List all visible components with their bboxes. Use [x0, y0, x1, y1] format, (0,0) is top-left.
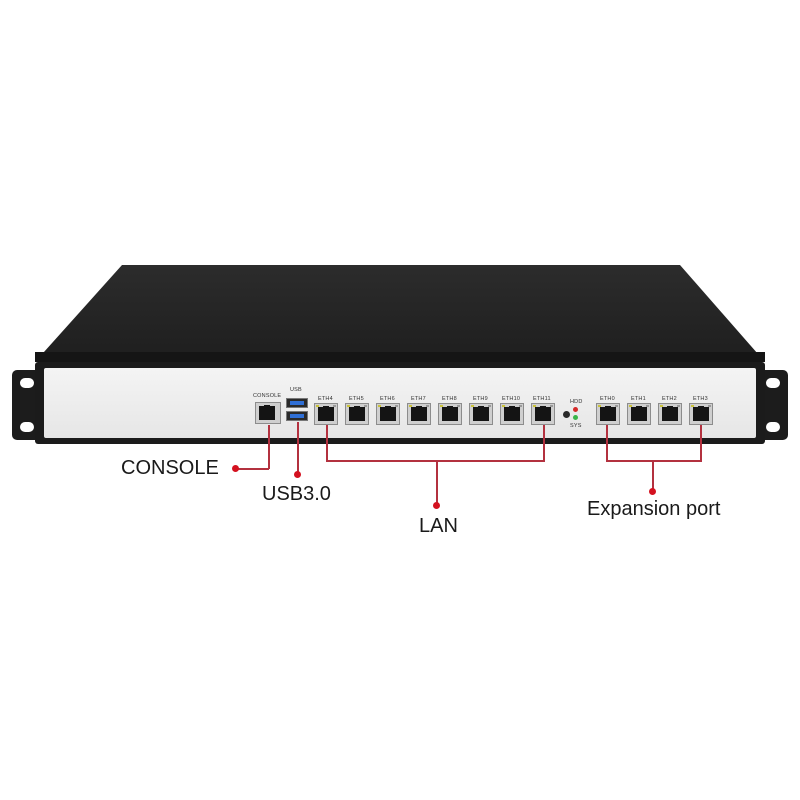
console-port[interactable]	[255, 402, 281, 424]
rj45-jack-icon	[259, 405, 275, 420]
lan-callout-dot	[433, 502, 440, 509]
lan-port-label: ETH4	[318, 396, 333, 402]
lan-port-label: ETH7	[411, 396, 426, 402]
console-callout-line	[268, 425, 270, 469]
lan-port-label: ETH10	[502, 396, 521, 402]
usb-callout-dot	[294, 471, 301, 478]
lan-port-eth4[interactable]	[314, 403, 338, 425]
usb-port-1[interactable]	[286, 398, 308, 408]
lan-callout-line	[543, 425, 545, 461]
lan-port-eth9[interactable]	[469, 403, 493, 425]
lan-callout-line	[326, 425, 328, 461]
usb-callout-label: USB3.0	[262, 483, 331, 505]
usb-port-2[interactable]	[286, 411, 308, 421]
lan-port-eth6[interactable]	[376, 403, 400, 425]
sys-led-label: SYS	[570, 423, 582, 429]
expansion-port-label: ETH3	[693, 396, 708, 402]
lan-port-label: ETH11	[533, 396, 551, 402]
expansion-port-eth0[interactable]	[596, 403, 620, 425]
lan-port-label: ETH8	[442, 396, 457, 402]
usb-icon	[290, 414, 304, 418]
expansion-callout-line	[606, 425, 608, 461]
hdd-led-icon	[573, 407, 578, 412]
console-callout-line	[236, 468, 269, 470]
expansion-port-eth1[interactable]	[627, 403, 651, 425]
lan-port-eth5[interactable]	[345, 403, 369, 425]
expansion-port-eth2[interactable]	[658, 403, 682, 425]
usb-port-label: USB	[290, 387, 302, 393]
console-port-label: CONSOLE	[253, 393, 282, 399]
sys-led-icon	[573, 415, 578, 420]
console-callout-dot	[232, 465, 239, 472]
lan-port-label: ETH5	[349, 396, 364, 402]
expansion-callout-line	[606, 460, 702, 462]
mount-hole	[766, 378, 780, 388]
expansion-callout-line	[652, 460, 654, 490]
lan-callout-line	[326, 460, 545, 462]
console-callout-label: CONSOLE	[121, 457, 219, 479]
expansion-callout-dot	[649, 488, 656, 495]
mount-hole	[20, 378, 34, 388]
expansion-callout-line	[700, 425, 702, 461]
hdd-led-label: HDD	[570, 399, 583, 405]
lan-callout-line	[436, 460, 438, 505]
lan-callout-label: LAN	[419, 515, 458, 537]
lan-port-eth10[interactable]	[500, 403, 524, 425]
mount-hole	[766, 422, 780, 432]
expansion-port-label: ETH1	[631, 396, 646, 402]
lan-port-label: ETH9	[473, 396, 488, 402]
expansion-callout-label: Expansion port	[587, 498, 721, 520]
lan-port-label: ETH6	[380, 396, 395, 402]
expansion-port-label: ETH0	[600, 396, 615, 402]
lan-port-eth7[interactable]	[407, 403, 431, 425]
expansion-port-eth3[interactable]	[689, 403, 713, 425]
usb-icon	[290, 401, 304, 405]
usb-callout-line	[297, 422, 299, 474]
mount-hole	[20, 422, 34, 432]
lan-port-eth8[interactable]	[438, 403, 462, 425]
reset-button[interactable]	[563, 411, 570, 418]
expansion-port-label: ETH2	[662, 396, 677, 402]
lan-port-eth11[interactable]	[531, 403, 555, 425]
